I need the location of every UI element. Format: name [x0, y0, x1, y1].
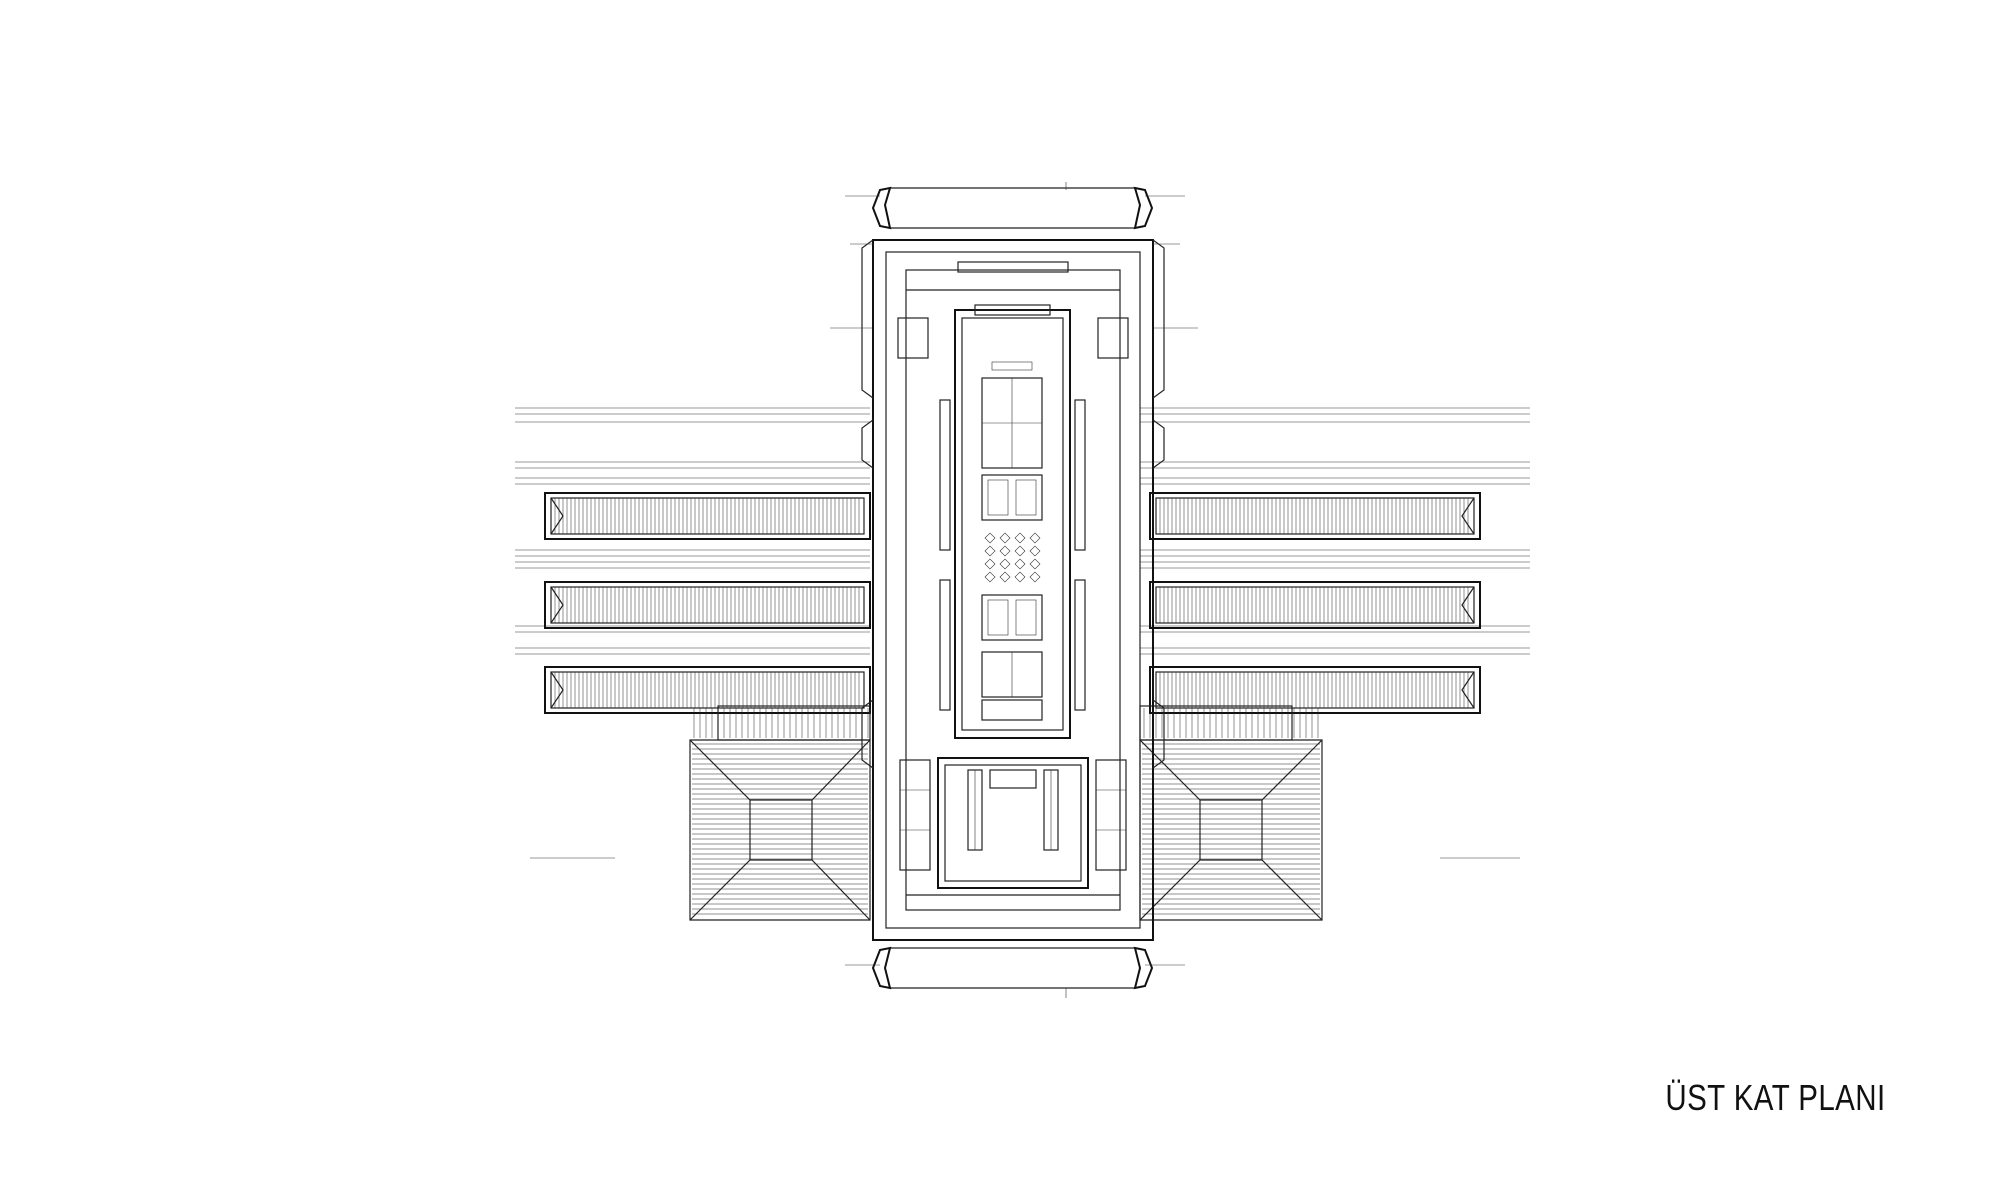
central-building — [861, 186, 1165, 990]
roof-hatching — [692, 708, 1320, 915]
rail-tracks — [515, 407, 1530, 655]
canopy — [1149, 581, 1481, 629]
canopy — [544, 666, 871, 714]
canopy — [544, 581, 871, 629]
canopy — [1149, 492, 1481, 540]
annotation-leaders — [530, 182, 1520, 998]
platform-canopies — [544, 492, 1481, 714]
canopy — [544, 492, 871, 540]
plan-title: ÜST KAT PLANI — [1665, 1077, 1886, 1118]
canopy — [1149, 666, 1481, 714]
